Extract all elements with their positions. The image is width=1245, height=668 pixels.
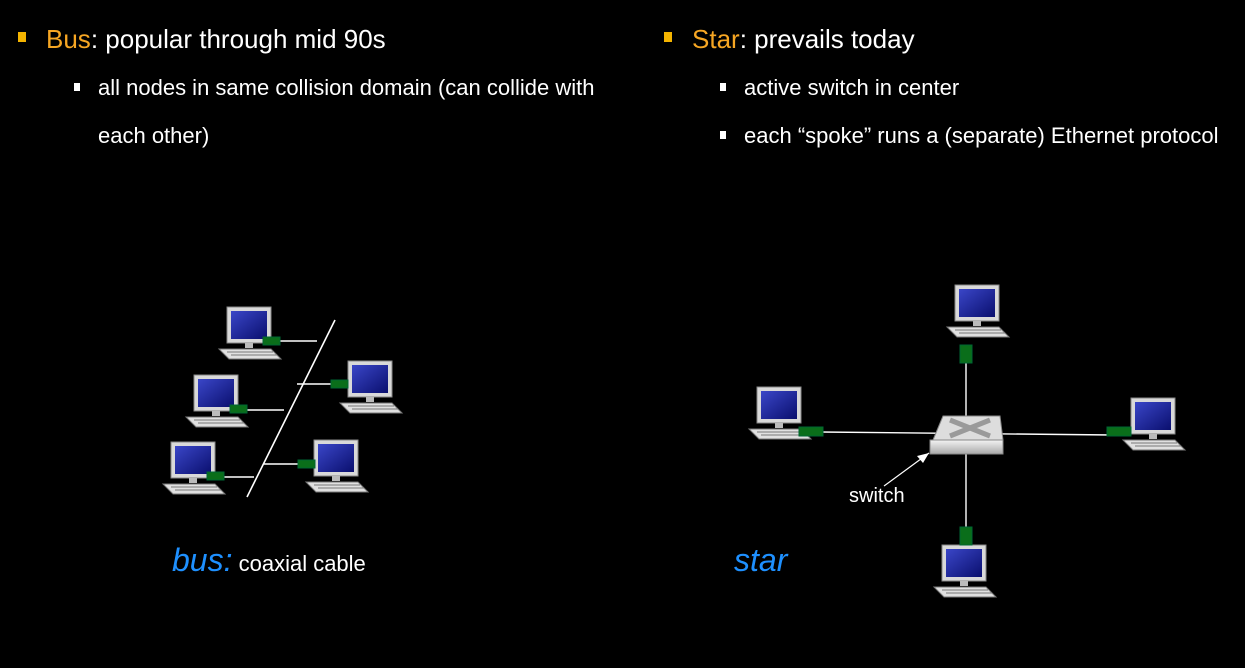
computer-icon <box>185 374 249 428</box>
star-sub-text-1: active switch in center <box>744 75 960 100</box>
star-heading: Star: prevails today <box>664 22 1245 56</box>
star-separator: : <box>739 24 747 54</box>
bus-separator: : <box>90 24 99 54</box>
bus-caption-keyword: bus: <box>172 542 233 578</box>
connector-icon <box>229 404 248 414</box>
bus-heading: Bus: popular through mid 90s <box>18 22 618 56</box>
sub-bullet-icon <box>720 83 726 91</box>
bus-sub-text: all nodes in same collision domain (can … <box>98 75 595 148</box>
bus-caption: bus: coaxial cable <box>172 542 366 579</box>
connector-icon <box>798 426 824 437</box>
computer-icon <box>162 441 226 495</box>
star-caption: star <box>734 542 787 579</box>
star-sub-text-2: each “spoke” runs a (separate) Ethernet … <box>744 123 1219 148</box>
bus-column: Bus: popular through mid 90s all nodes i… <box>18 0 618 160</box>
star-caption-keyword: star <box>734 542 788 578</box>
bus-sub-bullet: all nodes in same collision domain (can … <box>18 64 598 160</box>
switch-label: switch <box>849 485 905 507</box>
connector-icon <box>297 459 316 469</box>
switch-icon <box>929 415 1004 455</box>
bus-caption-text: coaxial cable <box>232 551 366 576</box>
sub-bullet-icon <box>74 83 80 91</box>
computer-icon <box>339 360 403 414</box>
star-sub-bullet-1: active switch in center <box>664 64 1245 112</box>
star-diagram <box>748 284 1186 598</box>
connector-icon <box>959 526 973 546</box>
connector-icon <box>1106 426 1132 437</box>
computer-icon <box>218 306 282 360</box>
bullet-icon <box>664 32 672 42</box>
computer-icon <box>933 544 997 598</box>
star-heading-text: prevails today <box>746 24 915 54</box>
connector-icon <box>262 336 281 346</box>
sub-bullet-icon <box>720 131 726 139</box>
bus-keyword: Bus <box>46 24 91 54</box>
star-sub-bullet-2: each “spoke” runs a (separate) Ethernet … <box>664 112 1244 160</box>
bus-heading-text: popular through mid 90s <box>98 24 386 54</box>
star-keyword: Star <box>692 24 740 54</box>
connector-icon <box>206 471 225 481</box>
star-column: Star: prevails today active switch in ce… <box>664 0 1245 160</box>
computer-icon <box>946 284 1010 338</box>
computer-icon <box>1122 397 1186 451</box>
bus-diagram <box>162 306 403 498</box>
bus-cable <box>246 319 336 498</box>
connector-icon <box>959 344 973 364</box>
connector-icon <box>330 379 349 389</box>
bullet-icon <box>18 32 26 42</box>
